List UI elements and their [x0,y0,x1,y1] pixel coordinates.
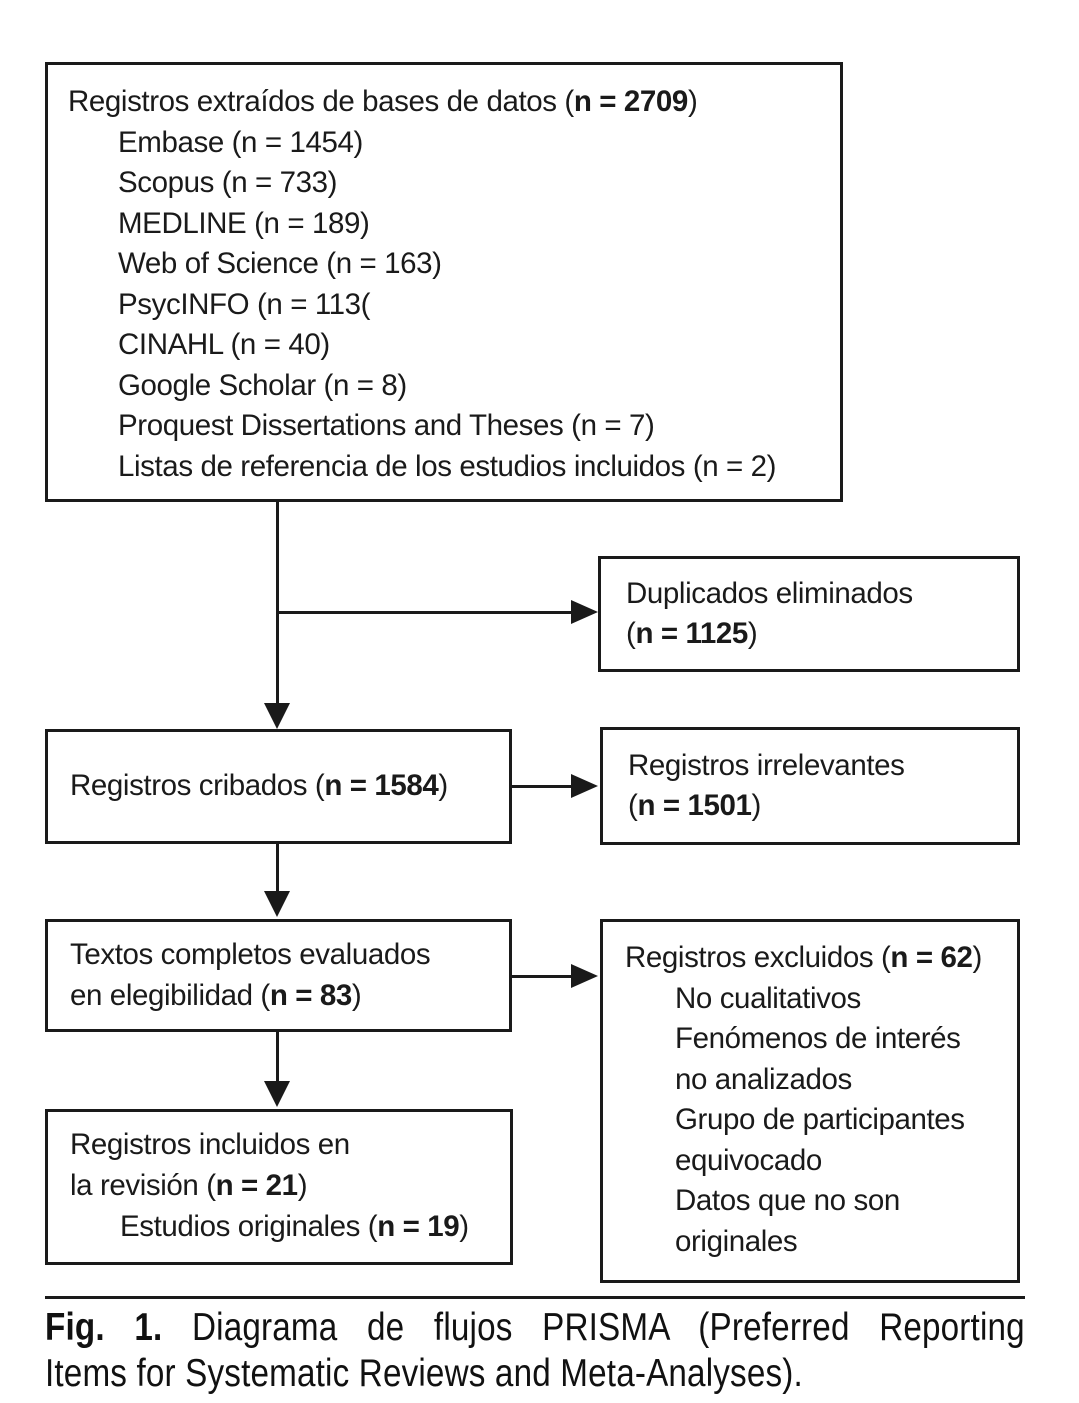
arrowhead-right-icon [571,964,598,988]
fulltext-line1: Textos completos evaluados [70,938,431,971]
fulltext-line2-post: ) [351,978,362,1012]
identification-title: Registros extraídos de bases de datos (n… [68,82,832,123]
database-item: Scopus (n = 733) [118,166,338,199]
irrelevant-count-post: ) [751,789,762,822]
included-line2: la revisión (n = 21) [70,1165,504,1206]
irrelevant-records-box: Registros irrelevantes (n = 1501) [600,727,1020,845]
included-count-value: n = 21 [215,1169,298,1202]
included-records-box: Registros incluidos en la revisión (n = … [45,1109,513,1265]
duplicates-line1: Duplicados eliminados [626,576,913,610]
exclusion-reason: equivocado [675,1143,822,1177]
duplicates-removed-box: Duplicados eliminados (n = 1125) [598,556,1020,672]
duplicates-count-value: n = 1125 [635,617,748,650]
excluded-records-box: Registros excluidos (n = 62) No cualitat… [600,919,1020,1283]
excluded-title-pre: Registros excluidos ( [625,941,891,974]
fulltext-line2: en elegibilidad (n = 83) [70,976,509,1017]
included-line3: Estudios originales (n = 19) [120,1206,504,1247]
arrowhead-down-icon [264,703,290,729]
original-studies-count-value: n = 19 [377,1210,460,1243]
exclusion-reason: Grupo de participantes [675,1103,965,1136]
arrowhead-right-icon [571,774,598,798]
included-line1: Registros incluidos en [70,1128,350,1161]
connector-identification-to-screened [276,502,279,704]
connector-to-irrelevant [510,785,572,788]
irrelevant-count: (n = 1501) [628,786,1017,827]
caption-line1: Fig. 1. Diagrama de flujos PRISMA (Prefe… [45,1305,1025,1351]
connector-to-duplicates [277,611,572,614]
database-item: Embase (n = 1454) [118,125,363,159]
arrowhead-right-icon [571,600,598,624]
database-item: Proquest Dissertations and Theses (n = 7… [118,409,655,442]
screened-count-value: n = 1584 [324,769,439,803]
screened-line1-post: ) [438,769,448,803]
duplicates-count-pre: ( [626,617,636,650]
excluded-count-value: n = 62 [890,941,973,974]
exclusion-reason: no analizados [675,1062,852,1096]
connector-screened-to-fulltext [276,844,279,894]
included-line2-pre: la revisión ( [70,1169,216,1202]
screened-line1: Registros cribados (n = 1584) [70,766,509,807]
fulltext-line2-pre: en elegibilidad ( [70,978,270,1012]
fulltext-count-value: n = 83 [269,978,352,1012]
database-item: MEDLINE (n = 189) [118,206,370,240]
identification-title-post: ) [687,85,698,118]
exclusion-reason: Datos que no son [675,1184,900,1217]
irrelevant-line1: Registros irrelevantes [628,748,905,782]
exclusion-reason: Fenómenos de interés [675,1022,961,1055]
database-item: Google Scholar (n = 8) [118,368,407,402]
database-item: PsycINFO (n = 113( [118,287,371,321]
included-line3-post: ) [459,1210,469,1243]
identification-title-count: n = 2709 [573,85,688,118]
figure-label: Fig. 1. [45,1306,163,1349]
duplicates-count-post: ) [747,617,758,650]
included-line2-post: ) [297,1169,308,1202]
screened-box: Registros cribados (n = 1584) [45,729,512,844]
excluded-title-post: ) [972,941,982,974]
screened-line1-pre: Registros cribados ( [70,769,325,803]
identification-title-pre: Registros extraídos de bases de datos ( [68,85,574,118]
connector-fulltext-to-included [276,1032,279,1083]
connector-to-excluded [510,975,572,978]
caption-line1-text: Diagrama de flujos PRISMA (Preferred Rep… [162,1306,1025,1349]
duplicates-count: (n = 1125) [626,614,1017,655]
caption-line2: Items for Systematic Reviews and Meta-An… [45,1352,803,1395]
figure-caption: Fig. 1. Diagrama de flujos PRISMA (Prefe… [45,1305,1025,1397]
database-item: Listas de referencia de los estudios inc… [118,449,777,483]
exclusion-reason: No cualitativos [675,981,861,1015]
database-item: CINAHL (n = 40) [118,328,330,361]
arrowhead-down-icon [264,1081,290,1107]
database-item: Web of Science (n = 163) [118,247,442,280]
fulltext-assessed-box: Textos completos evaluados en elegibilid… [45,919,512,1032]
excluded-title: Registros excluidos (n = 62) [625,938,1011,979]
exclusion-reason: originales [675,1224,798,1258]
irrelevant-count-pre: ( [628,789,638,822]
identification-box: Registros extraídos de bases de datos (n… [45,62,843,502]
caption-divider [45,1296,1025,1299]
arrowhead-down-icon [264,891,290,917]
irrelevant-count-value: n = 1501 [637,789,752,822]
included-line3-pre: Estudios originales ( [120,1210,378,1243]
